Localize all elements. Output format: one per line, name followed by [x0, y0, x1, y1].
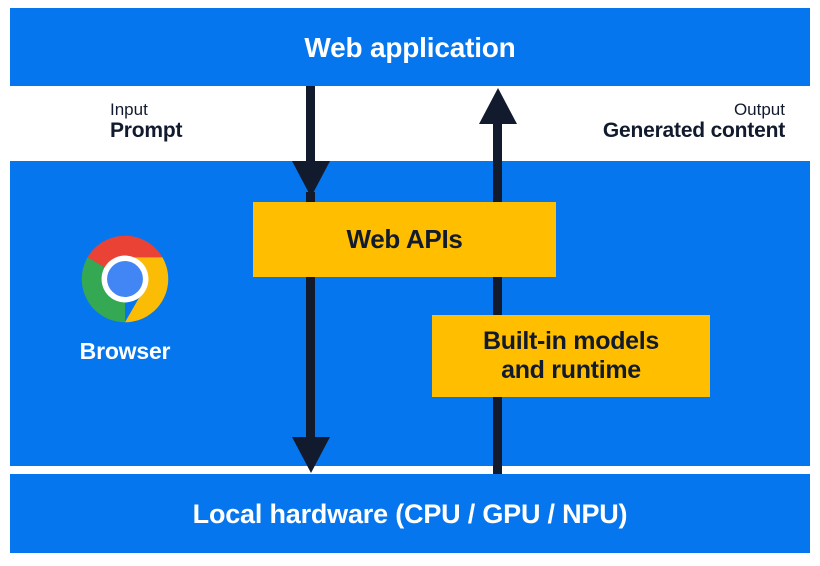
- input-kind-label: Input: [110, 100, 148, 119]
- input-value-label: Prompt: [110, 119, 183, 143]
- builtin-models-label: Built-in models and runtime: [483, 327, 659, 386]
- builtin-models-line2: and runtime: [501, 356, 641, 384]
- prompt-flow-arrow-shaft-lower: [306, 192, 315, 440]
- chrome-logo-blue-center: [107, 261, 143, 297]
- generated-content-flow-arrow-head: [479, 88, 517, 124]
- builtin-models-box: Built-in models and runtime: [432, 315, 710, 397]
- prompt-flow-arrow-head-upper: [292, 161, 330, 197]
- input-caption: Input Prompt: [110, 100, 183, 143]
- chrome-logo-green-wedge: [81, 257, 125, 323]
- web-apis-label: Web APIs: [346, 224, 463, 255]
- prompt-flow-arrow-head-lower: [292, 437, 330, 473]
- builtin-models-line1: Built-in models: [482, 326, 660, 355]
- web-application-label: Web application: [304, 32, 516, 63]
- local-hardware-band: Local hardware (CPU / GPU / NPU): [10, 474, 810, 553]
- chrome-logo-icon: [81, 235, 169, 323]
- output-kind-label: Output: [733, 100, 785, 119]
- output-value-label: Generated content: [602, 119, 785, 143]
- chrome-logo-red-wedge: [87, 235, 163, 269]
- browser-label: Browser: [79, 338, 171, 364]
- output-caption: Output Generated content: [603, 100, 785, 143]
- browser-group: Browser: [55, 228, 195, 368]
- local-hardware-label: Local hardware (CPU / GPU / NPU): [192, 499, 628, 529]
- web-apis-box: Web APIs: [253, 202, 556, 277]
- generated-content-flow-arrow-shaft: [493, 122, 502, 474]
- prompt-flow-arrow-shaft-upper: [306, 86, 315, 168]
- web-application-band: Web application: [10, 8, 810, 86]
- chrome-logo-yellow-wedge: [125, 257, 169, 323]
